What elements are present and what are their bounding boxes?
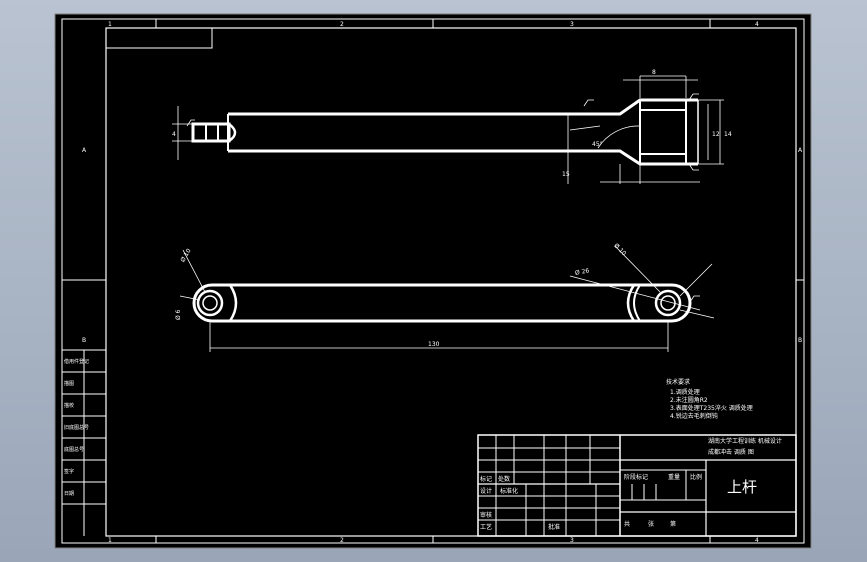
notes-title: 技术要求: [666, 378, 690, 386]
side-table-label: 描图: [64, 380, 74, 387]
inner-border: [105, 27, 797, 537]
dimension-label: 12: [712, 131, 720, 138]
title-school: 湖南大学工程训练 机械设计: [708, 437, 782, 445]
side-table-label: 借用件登记: [64, 358, 89, 365]
side-table-label: 旧底图总号: [64, 424, 89, 431]
side-table-label: 底图总号: [64, 446, 84, 453]
dimension-label: Ø 6: [175, 309, 182, 320]
zone-number: 4: [755, 537, 759, 544]
part-name: 上杆: [727, 478, 757, 496]
dimension-label: 45°: [592, 141, 603, 148]
title-block-label: 重量: [668, 473, 680, 481]
zone-number: 1: [108, 537, 112, 544]
side-table-label: 描校: [64, 402, 74, 409]
side-table: [62, 349, 106, 536]
title-block-label: 第: [670, 520, 676, 528]
zone-number: 1: [108, 21, 112, 28]
notes-line: 3.表面处理T235淬火 调质处理: [670, 404, 753, 412]
zone-number: 3: [570, 537, 574, 544]
top-view: [172, 75, 724, 184]
title-block-label: 共: [624, 520, 630, 528]
dimension-label: 14: [724, 131, 732, 138]
title-block-label: 比例: [690, 473, 702, 481]
side-table-label: 签字: [64, 468, 74, 475]
dimension-label: 130: [428, 341, 440, 348]
notes-line: 4.锐边去毛刺倒钝: [670, 412, 718, 420]
zone-number: 2: [340, 537, 344, 544]
title-block-label: 标记: [480, 475, 492, 483]
front-view: [179, 245, 715, 352]
title-block: [477, 434, 797, 537]
zone-letter: A: [82, 147, 87, 154]
title-block-label: 批准: [548, 523, 560, 531]
zone-number: 3: [570, 21, 574, 28]
zone-letter: B: [82, 337, 86, 344]
dimension-label: 4: [172, 131, 176, 138]
title-block-label: 设计: [480, 487, 492, 495]
code-box: [105, 27, 213, 49]
title-block-label: 阶段标记: [624, 473, 648, 481]
dimension-label: 8: [652, 69, 656, 76]
zone-letter: B: [798, 337, 802, 344]
title-block-label: 工艺: [480, 523, 492, 531]
zone-ticks: [62, 19, 804, 543]
title-block-label: 审核: [480, 511, 492, 519]
zone-letter: A: [798, 147, 803, 154]
side-table-label: 日期: [64, 491, 74, 497]
zone-number: 2: [340, 21, 344, 28]
title-block-label: 标准化: [500, 487, 518, 495]
title-block-label: 张: [648, 520, 654, 528]
zone-number: 4: [755, 21, 759, 28]
dimension-label: Ø 26: [575, 267, 590, 276]
dimension-label: 15: [562, 171, 570, 178]
notes-line: 1.调质处理: [670, 388, 700, 396]
title-block-label: 处数: [498, 475, 510, 483]
notes-line: 2.未注圆角R2: [670, 396, 708, 404]
title-subtitle: 成都冲击 调质 图: [708, 448, 754, 456]
